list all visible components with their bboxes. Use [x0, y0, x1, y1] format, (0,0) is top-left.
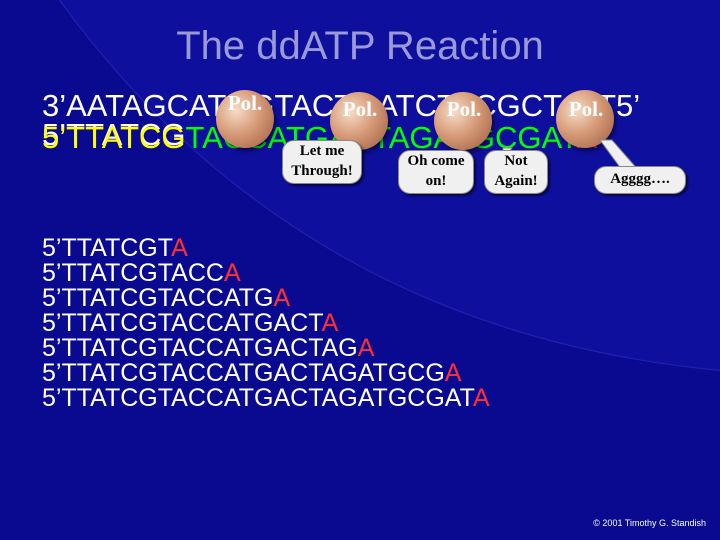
speech-bubble-3: Not Again! — [484, 150, 548, 194]
speech-bubble-2: Oh come on! — [398, 150, 474, 194]
fragment-line-7: 5’TTATCGTACCATGACTAGATGCGATA — [42, 386, 490, 411]
fragment-line-4: 5’TTATCGTACCATGACTA — [42, 311, 490, 336]
fragment-line-2: 5’TTATCGTACCA — [42, 261, 490, 286]
fragment-line-6: 5’TTATCGTACCATGACTAGATGCGA — [42, 361, 490, 386]
speech-bubble-4: Agggg…. — [594, 166, 686, 194]
fragment-line-5: 5’TTATCGTACCATGACTAGA — [42, 336, 490, 361]
speech-bubble-1: Let me Through! — [282, 140, 362, 184]
fragment-line-1: 5’TTATCGTA — [42, 236, 490, 261]
fragment-line-3: 5’TTATCGTACCATGA — [42, 286, 490, 311]
fragment-list: 5’TTATCGTA 5’TTATCGTACCA 5’TTATCGTACCATG… — [42, 236, 490, 411]
copyright-credit: © 2001 Timothy G. Standish — [593, 518, 706, 528]
